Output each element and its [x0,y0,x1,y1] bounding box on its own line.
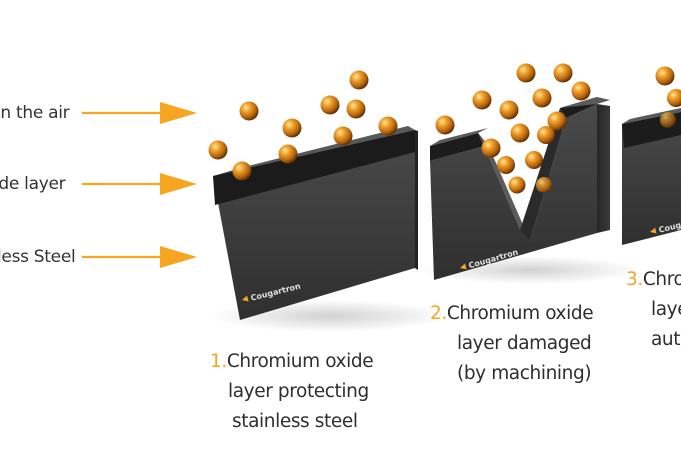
block-3-top [622,108,681,124]
block-2-top-left [430,128,488,146]
label-oxygen-in-air: in the air [0,103,70,123]
oxygen-particle [553,63,573,83]
oxygen-particle [655,66,675,86]
oxygen-particle [525,151,543,169]
oxygen-particle [435,115,455,135]
caption-3-line-3: auto [651,329,681,350]
caption-2-line-2: layer damaged [457,333,592,354]
block-1-oxide-layer [213,130,415,205]
steel-block-1: Cougartron [213,126,418,320]
oxygen-particle [516,63,536,83]
oxygen-particle [346,99,366,119]
oxygen-particle [499,100,519,120]
block-2-front [430,104,597,280]
block-2-oxide-left [430,133,488,161]
caption-3: 3.Chro laye auto [626,265,681,355]
oxygen-particle [532,88,552,108]
oxygen-particle [481,138,501,158]
block-2-notch-right [520,108,566,241]
label-chromium-oxide-layer: ide layer [0,174,66,194]
block-1-right-side [415,130,418,270]
caption-2: 2.Chromium oxide layer damaged (by machi… [430,299,594,389]
oxygen-particle [239,101,259,121]
caption-1-line-3: stainless steel [232,411,358,432]
oxygen-particle [472,90,492,110]
oxygen-particle [333,126,353,146]
arrow-air [82,102,197,124]
label-stainless-steel: less Steel [0,247,76,267]
caption-2-line-1: 2.Chromium oxide [430,303,594,324]
oxygen-particles [208,63,681,194]
oxygen-particle [232,161,252,181]
caption-1: 1.Chromium oxide layer protecting stainl… [210,347,374,437]
oxygen-particle [571,81,591,101]
block-2-notch-left [478,133,530,241]
oxygen-particle [278,144,298,164]
caption-3-line-2: laye [651,299,681,320]
caption-3-line-1: 3.Chro [626,269,681,290]
steel-block-3: Cougartron [622,108,681,245]
oxygen-particle [537,126,555,144]
oxygen-particle [536,177,552,193]
oxygen-particle [497,156,515,174]
caption-1-line-1: 1.Chromium oxide [210,351,374,372]
oxygen-particle [508,176,526,194]
arrow-oxide-layer [82,173,197,195]
caption-2-line-3: (by machining) [457,363,592,384]
oxygen-particle [320,95,340,115]
oxygen-particle [282,118,302,138]
caption-3-number: 3. [626,269,643,290]
block-1-top [213,126,415,176]
caption-1-number: 1. [210,351,227,372]
oxygen-particle [349,70,369,90]
arrow-stainless-steel [82,246,197,268]
oxygen-particle [510,123,530,143]
oxygen-particle [208,140,228,160]
block-2-right-side [597,104,610,233]
caption-2-number: 2. [430,303,447,324]
oxygen-particle [660,112,676,128]
oxygen-particle [547,111,567,131]
oxygen-particle [378,116,398,136]
oxygen-particle [667,89,681,107]
block-2-top-right [560,97,610,108]
block-3-front [622,112,681,245]
caption-1-line-2: layer protecting [228,381,369,402]
